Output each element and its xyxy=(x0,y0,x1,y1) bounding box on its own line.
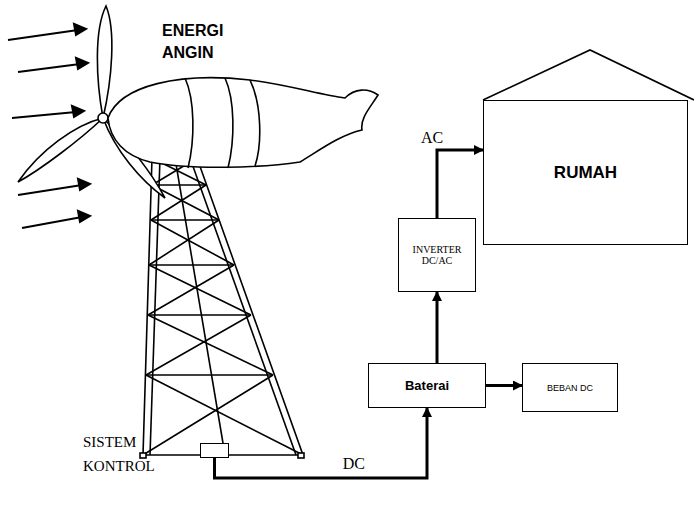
node-text: INVERTER DC/AC xyxy=(402,244,472,266)
inverter-box: INVERTER DC/AC xyxy=(398,218,476,292)
node-text: RUMAH xyxy=(554,163,617,183)
connector-arrow xyxy=(436,292,439,363)
connector-arrow xyxy=(486,384,522,387)
node-text: SISTEM KONTROL xyxy=(83,430,195,478)
nacelle xyxy=(108,78,378,168)
node-text: BEBAN DC xyxy=(547,383,593,393)
battery-box: Baterai xyxy=(368,363,486,408)
wind-arrows xyxy=(8,24,90,228)
dc-load-box: BEBAN DC xyxy=(522,363,618,412)
control-box: SISTEM KONTROL xyxy=(200,443,229,458)
lattice-tower xyxy=(140,158,304,458)
house-roof xyxy=(483,50,694,100)
edge-label: AC xyxy=(419,130,445,146)
edge-label: DC xyxy=(341,456,367,472)
figure-label: ENERGI ANGIN xyxy=(162,20,252,64)
connector-arrow xyxy=(437,150,483,218)
house-box: RUMAH xyxy=(483,100,688,245)
connector-arrow xyxy=(215,408,428,478)
node-text: Baterai xyxy=(405,378,449,393)
